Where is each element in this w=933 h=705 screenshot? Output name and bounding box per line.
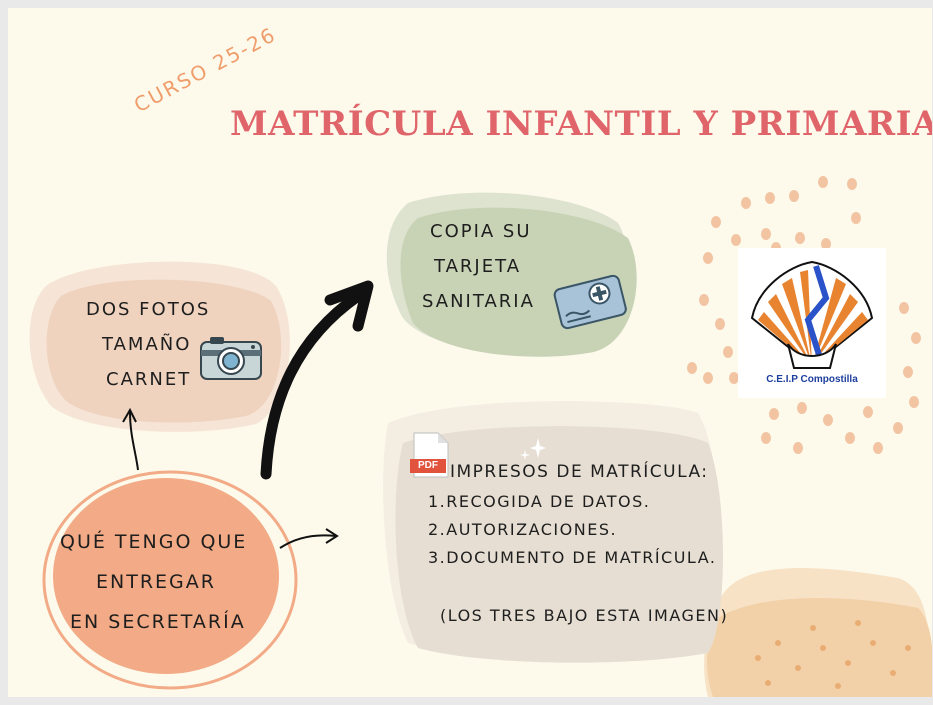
big-arrow-head <box>324 280 374 332</box>
center-circle <box>42 470 298 690</box>
up-arrow-icon <box>129 411 139 471</box>
photos-line-3: CARNET <box>106 369 192 390</box>
arrows <box>122 280 374 549</box>
center-text: QUÉ TENGO QUE ENTREGAR EN SECRETARÍA <box>48 522 288 642</box>
pdf-badge: PDF <box>410 459 446 473</box>
impresos-item-1: 1.RECOGIDA DE DATOS. <box>428 492 651 511</box>
sparkle-icon <box>520 438 546 460</box>
impresos-heading: IMPRESOS DE MATRÍCULA: <box>450 462 709 482</box>
photos-line-1: DOS FOTOS <box>86 299 211 320</box>
card-text: COPIA SU TARJETA SANITARIA <box>418 214 558 319</box>
impresos-item-2: 2.AUTORIZACIONES. <box>428 520 618 539</box>
impresos-note: (LOS TRES BAJO ESTA IMAGEN) <box>440 606 729 625</box>
impresos-item-3: 3.DOCUMENTO DE MATRÍCULA. <box>428 548 717 567</box>
photos-blob <box>29 261 290 432</box>
photos-line-2: TAMAÑO <box>102 334 192 355</box>
card-line-1: COPIA SU <box>430 221 532 242</box>
page-title: MATRÍCULA INFANTIL Y PRIMARIA <box>230 104 932 144</box>
big-arrow-icon <box>260 290 364 480</box>
impresos-blob <box>383 401 723 663</box>
card-line-2: TARJETA <box>434 256 522 277</box>
poster: CURSO 25-26 MATRÍCULA INFANTIL Y PRIMARI… <box>8 8 932 697</box>
health-card-icon <box>553 274 627 330</box>
decorative-blob-bottom-right <box>704 568 932 697</box>
photos-text: DOS FOTOS TAMAÑO CARNET <box>78 292 248 397</box>
card-line-3: SANITARIA <box>422 291 535 312</box>
right-arrow-icon <box>279 534 337 549</box>
center-line-1: QUÉ TENGO QUE <box>60 531 248 553</box>
pdf-icon: PDF <box>410 431 450 479</box>
logo-caption: C.E.I.P Compostilla <box>766 374 858 385</box>
shell-logo-icon <box>750 260 874 369</box>
center-line-2: ENTREGAR <box>96 571 216 593</box>
camera-icon <box>200 337 262 380</box>
school-logo <box>738 248 886 398</box>
center-line-3: EN SECRETARÍA <box>70 611 246 633</box>
